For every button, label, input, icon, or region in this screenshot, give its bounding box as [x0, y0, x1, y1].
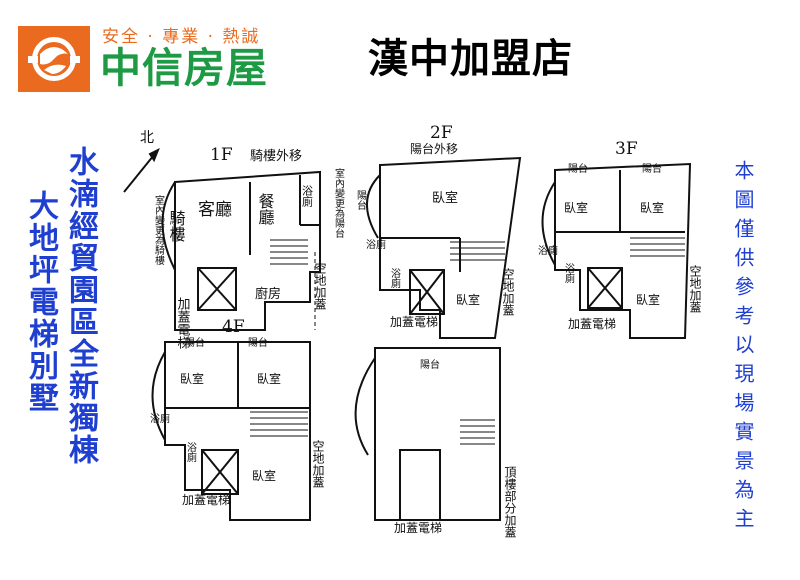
side-title-line-1: 大地坪電梯別墅	[23, 190, 58, 414]
label-indoor-change-balcony: 室內變更為陽台	[333, 167, 345, 239]
label-bath-2f-2: 浴廁	[389, 268, 401, 289]
label-balcony-3f-1: 陽台	[568, 162, 588, 175]
labels-3f: 3F 陽台 陽台 臥室 臥室 浴廁 浴廁 加蓋電梯 臥室 空地加蓋	[538, 139, 702, 331]
floor-label-2f: 2F	[430, 123, 453, 143]
label-bedroom-3f-2: 臥室	[640, 200, 664, 215]
label-balcony-3f-2: 陽台	[642, 162, 662, 175]
side-title-line-2: 水湳經貿園區全新獨棟	[63, 146, 98, 466]
label-bedroom-4f-1: 臥室	[180, 371, 204, 386]
floor-label-4f: 4F	[222, 317, 245, 337]
disclaimer-note: 本圖僅供參考以現場實景為主	[731, 160, 755, 537]
brand-slogan: 安全 · 專業 · 熱誠	[102, 27, 261, 47]
label-open-space-2f: 空地加蓋	[501, 268, 515, 316]
plan-roof	[354, 347, 501, 521]
label-roof-part: 頂樓部分加蓋	[503, 466, 517, 538]
north-arrow-head	[148, 147, 160, 163]
floor-plan-drawing: 1F 騎樓外移 室內變更為騎樓 騎樓 客廳 餐廳 浴廁 加蓋電梯 廚房 空地加蓋…	[110, 120, 720, 565]
labels-2f: 2F 陽台外移 室內變更為陽台 陽台 臥室 浴廁 浴廁 加蓋電梯 臥室 空地加蓋	[333, 123, 516, 329]
label-elevator-roof: 加蓋電梯	[394, 521, 442, 535]
label-balcony-move: 陽台外移	[410, 141, 458, 156]
label-bath-2f-1: 浴廁	[366, 238, 386, 251]
globe-logo-icon	[28, 37, 80, 81]
label-dining-room: 餐廳	[256, 193, 275, 225]
label-bedroom-2f-1: 臥室	[432, 190, 458, 206]
label-arcade-move: 騎樓外移	[250, 149, 302, 164]
label-bedroom-4f-3: 臥室	[252, 468, 276, 483]
label-indoor-change-arcade: 室內變更為騎樓	[153, 194, 165, 266]
label-kitchen: 廚房	[255, 286, 281, 302]
label-elevator-1f: 加蓋電梯	[175, 297, 191, 349]
label-elevator-3f: 加蓋電梯	[568, 317, 616, 331]
labels-roof: 陽台 加蓋電梯 頂樓部分加蓋	[394, 358, 517, 538]
label-bedroom-3f-1: 臥室	[564, 200, 588, 215]
plan-1f	[161, 170, 321, 331]
labels-4f: 4F 陽台 陽台 臥室 臥室 浴廁 浴廁 加蓋電梯 臥室 空地加蓋	[150, 317, 325, 507]
label-open-space-1f: 空地加蓋	[313, 262, 327, 310]
label-open-space-3f: 空地加蓋	[688, 265, 702, 313]
label-balcony-4f-1: 陽台	[185, 336, 205, 349]
label-bath-4f-1: 浴廁	[150, 412, 170, 425]
label-balcony-2f: 陽台	[355, 190, 367, 211]
floor-label-3f: 3F	[615, 139, 638, 159]
label-living-room: 客廳	[198, 200, 232, 220]
store-name: 漢中加盟店	[368, 36, 573, 82]
label-bath-4f-2: 浴廁	[185, 442, 197, 463]
label-bedroom-4f-2: 臥室	[257, 371, 281, 386]
label-elevator-4f: 加蓋電梯	[182, 493, 230, 507]
label-bath-3f-2: 浴廁	[563, 263, 575, 284]
plan-2f	[366, 156, 522, 339]
label-bedroom-2f-2: 臥室	[456, 292, 480, 307]
label-bath-3f-1: 浴廁	[538, 244, 558, 257]
label-bedroom-3f-3: 臥室	[636, 292, 660, 307]
label-bath-1f: 浴廁	[301, 185, 314, 208]
label-balcony-4f-2: 陽台	[248, 336, 268, 349]
plan-3f	[541, 162, 692, 339]
floor-label-1f: 1F	[210, 145, 233, 165]
label-open-space-4f: 空地加蓋	[311, 440, 325, 488]
brand-logo	[18, 26, 90, 92]
labels-1f: 1F 騎樓外移 室內變更為騎樓 騎樓 客廳 餐廳 浴廁 加蓋電梯 廚房 空地加蓋	[153, 145, 328, 349]
label-elevator-2f: 加蓋電梯	[390, 315, 438, 329]
label-arcade: 騎樓	[167, 210, 186, 242]
floor-plan-svg: 1F 騎樓外移 室內變更為騎樓 騎樓 客廳 餐廳 浴廁 加蓋電梯 廚房 空地加蓋…	[123, 123, 702, 538]
brand-name: 中信房屋	[100, 44, 268, 92]
label-north: 北	[140, 130, 154, 146]
label-balcony-roof: 陽台	[420, 358, 440, 371]
plan-4f	[151, 341, 311, 521]
